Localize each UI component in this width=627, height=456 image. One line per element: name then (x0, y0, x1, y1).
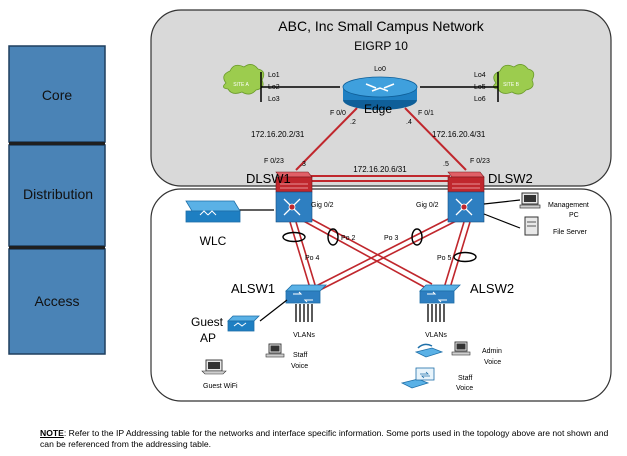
link-edge-dlsw1 (295, 107, 358, 171)
admin-voice-line2: Voice (484, 359, 501, 366)
diagram-title: ABC, Inc Small Campus Network (278, 18, 484, 34)
admin-voice-pc-icon[interactable] (451, 341, 471, 356)
dlsw2-gig-label: Gig 0/2 (416, 202, 439, 209)
site-b-label: SITE B (503, 82, 520, 88)
lo3-label: Lo3 (268, 96, 280, 103)
staff-voice-phone-icon-right[interactable] (400, 367, 435, 389)
dlsw2-switch-icon[interactable] (447, 171, 485, 223)
lo6-label: Lo6 (474, 96, 486, 103)
dist-link-network: 172.16.20.6/31 (353, 165, 407, 174)
staff-voice-right-line1: Staff (458, 375, 472, 382)
management-pc-label-line1: Management (548, 202, 589, 209)
alsw1-label: ALSW1 (231, 281, 275, 296)
po2-label: Po 2 (341, 235, 356, 242)
admin-voice-line1: Admin (482, 348, 502, 355)
ip-dot5-label: .5 (443, 161, 449, 168)
core-layer-label: Core (42, 87, 73, 103)
dlsw2-label: DLSW2 (488, 171, 533, 186)
lo5-label: Lo5 (474, 84, 486, 91)
guest-ap-icon[interactable] (227, 315, 260, 332)
file-server-icon[interactable] (524, 216, 539, 236)
routing-protocol: EIGRP 10 (354, 39, 408, 53)
dlsw2-f023-label: F 0/23 (470, 158, 490, 165)
alsw1-switch-icon[interactable] (285, 284, 327, 304)
note-label: NOTE (40, 428, 64, 438)
alsw1-vlan-ports (295, 304, 313, 322)
access-layer-label: Access (34, 293, 79, 309)
guest-wifi-laptop-icon[interactable] (201, 359, 227, 375)
site-a-label: SITE A (233, 82, 249, 88)
access-zone (150, 188, 612, 402)
dlsw1-f023-label: F 0/23 (264, 158, 284, 165)
distribution-layer-label: Distribution (23, 186, 93, 202)
staff-voice-right-line2: Voice (456, 385, 473, 392)
note-body: : Refer to the IP Addressing table for t… (40, 428, 609, 449)
lo0-label: Lo0 (374, 66, 386, 73)
dlsw1-switch-icon[interactable] (275, 171, 313, 223)
alsw2-switch-icon[interactable] (419, 284, 461, 304)
staff-voice-left-line1: Staff (293, 352, 307, 359)
dlsw1-label: DLSW1 (246, 171, 291, 186)
site-a-cloud: SITE A (223, 64, 265, 95)
management-pc-label-line2: PC (569, 212, 579, 219)
po4-bundle (282, 231, 306, 243)
f00-label: F 0/0 (330, 110, 346, 117)
po5-label: Po 5 (437, 255, 452, 262)
guest-ap-label-line1: Guest (191, 315, 224, 329)
admin-voice-phone-icon[interactable] (414, 343, 444, 358)
management-pc-icon[interactable] (519, 192, 541, 209)
alsw2-label: ALSW2 (470, 281, 514, 296)
po5-bundle (453, 251, 477, 263)
lo1-label: Lo1 (268, 72, 280, 79)
edge-router-label: Edge (364, 102, 392, 116)
ip-dot3-label: .3 (300, 161, 306, 168)
staff-voice-left-line2: Voice (291, 363, 308, 370)
core-layer-box (8, 45, 106, 143)
left-link-network: 172.16.20.2/31 (251, 130, 305, 139)
access-uplinks (289, 213, 471, 291)
distribution-layer-box (8, 144, 106, 247)
po2-bundle (327, 228, 339, 246)
ip-dot2-label: .2 (350, 119, 356, 126)
alsw2-vlan-ports (427, 304, 445, 322)
lo4-label: Lo4 (474, 72, 486, 79)
edge-router-icon[interactable] (342, 76, 418, 110)
layer-column: Core Distribution Access (8, 45, 106, 355)
dlsw1-gig-label: Gig 0/2 (311, 202, 334, 209)
site-b-cloud: SITE B (493, 64, 535, 95)
wlc-icon[interactable] (185, 200, 241, 223)
ip-dot4-label: .4 (406, 119, 412, 126)
staff-voice-pc-icon-left[interactable] (265, 343, 285, 358)
guest-ap-label-line2: AP (200, 331, 216, 345)
link-edge-dlsw2 (404, 107, 467, 171)
file-server-label: File Server (553, 229, 588, 236)
f01-label: F 0/1 (418, 110, 434, 117)
wlc-label: WLC (200, 234, 227, 248)
po4-label: Po 4 (305, 255, 320, 262)
note-text: NOTE: Refer to the IP Addressing table f… (40, 428, 610, 450)
po3-bundle (411, 228, 423, 246)
po3-label: Po 3 (384, 235, 399, 242)
guest-wifi-label: Guest WiFi (203, 383, 238, 390)
alsw2-vlans-label: VLANs (425, 332, 447, 339)
right-link-network: 172.16.20.4/31 (432, 130, 486, 139)
lo2-label: Lo2 (268, 84, 280, 91)
alsw1-vlans-label: VLANs (293, 332, 315, 339)
